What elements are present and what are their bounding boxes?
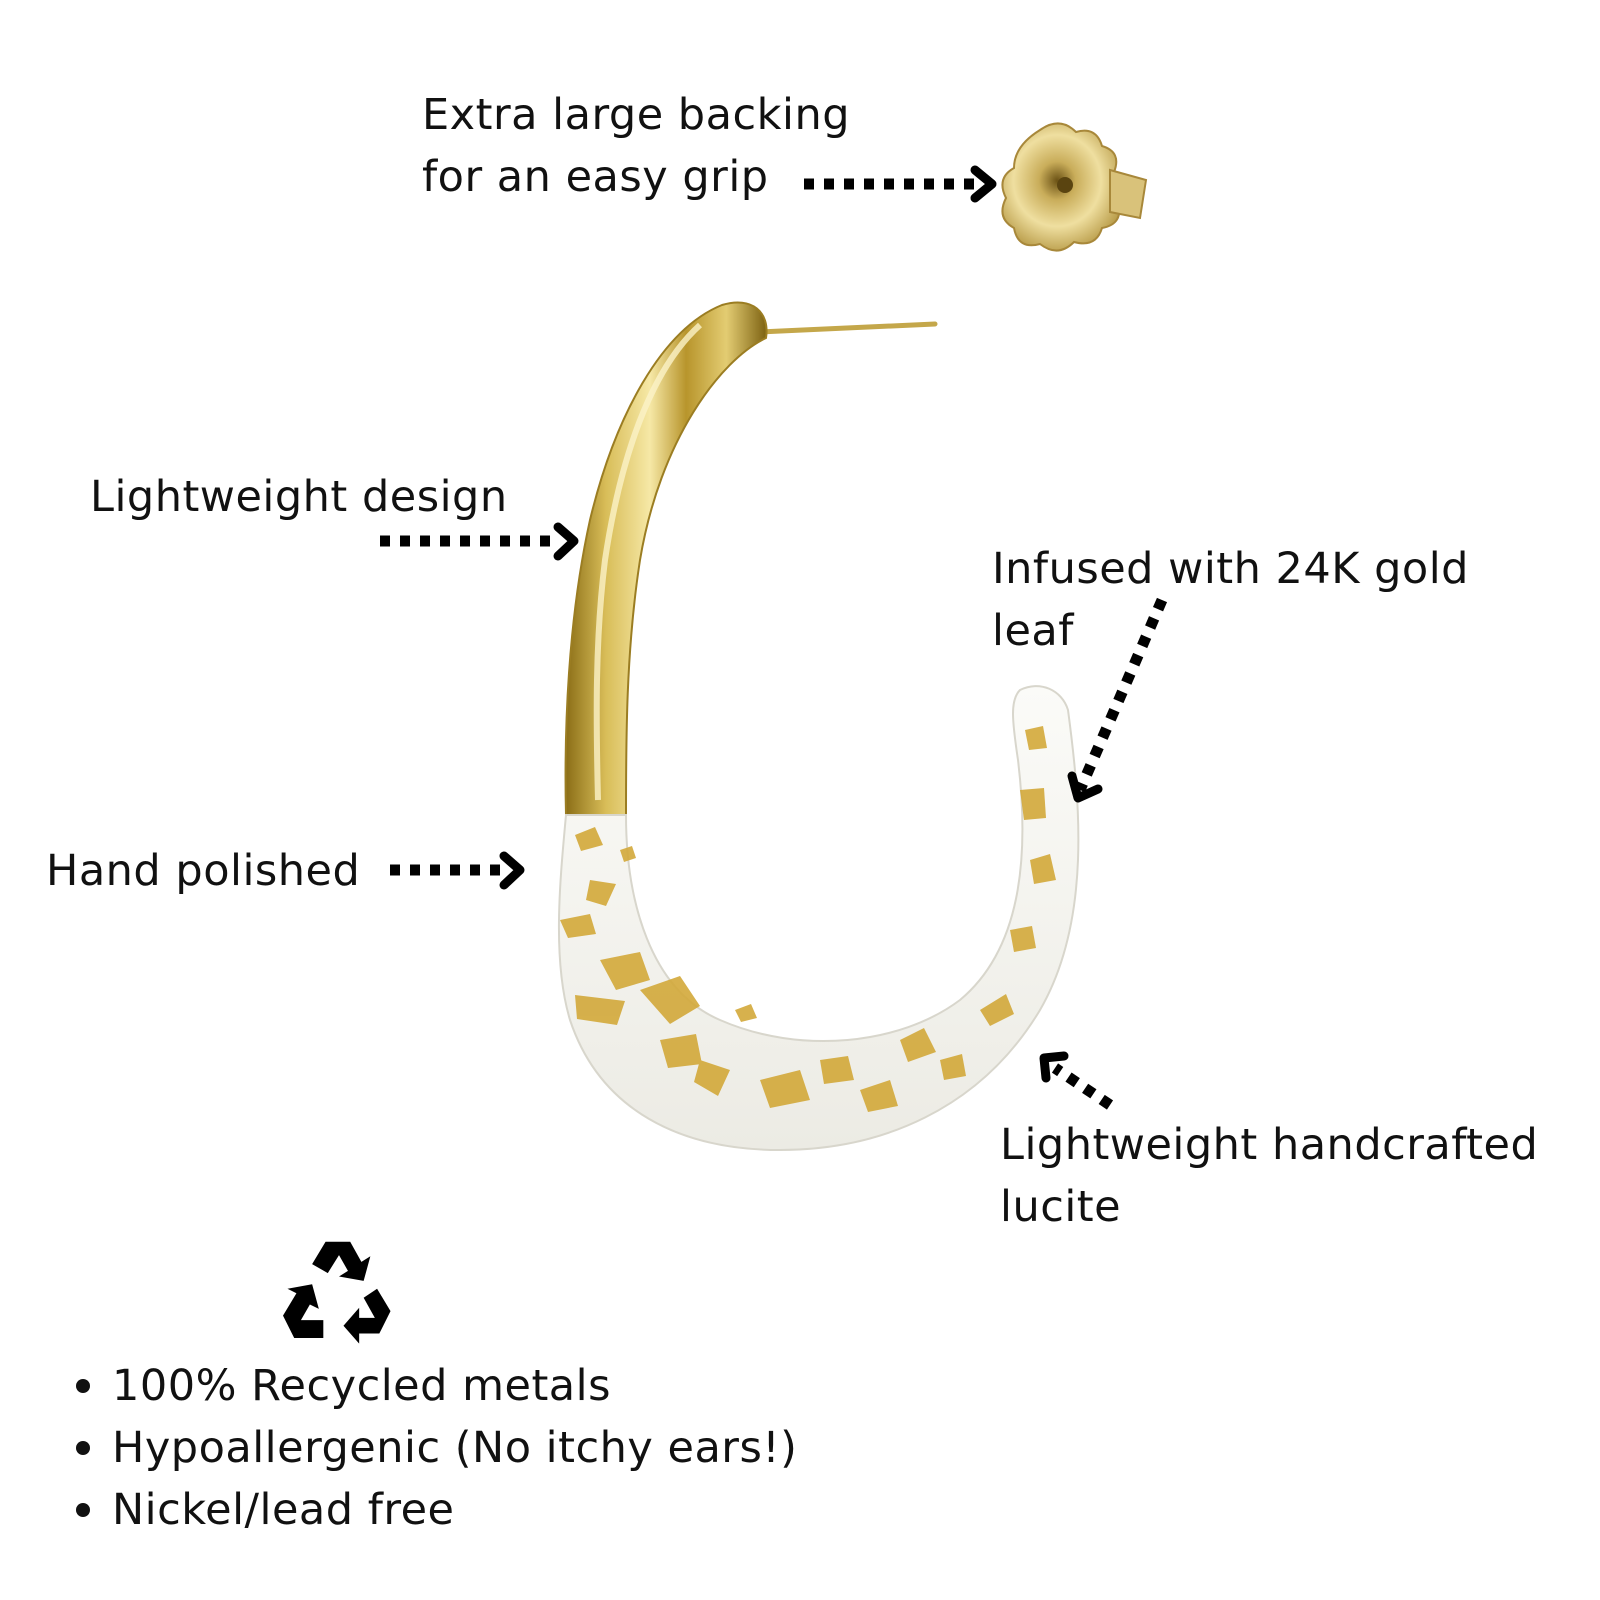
bullet-icon	[76, 1503, 90, 1517]
arrow-lightweight-design	[380, 522, 579, 561]
callout-lucite: Lightweight handcrafted lucite	[1000, 1114, 1538, 1238]
callout-hand-polished-text: Hand polished	[46, 846, 361, 896]
feature-item: Nickel/lead free	[70, 1479, 797, 1541]
feature-item: Hypoallergenic (No itchy ears!)	[70, 1417, 797, 1479]
bullet-icon	[76, 1441, 90, 1455]
gold-tube	[564, 301, 768, 816]
feature-list: 100% Recycled metals Hypoallergenic (No …	[70, 1355, 797, 1541]
callout-gold-leaf-line1: Infused with 24K gold	[992, 544, 1469, 594]
arrow-lucite	[1039, 1051, 1114, 1110]
callout-backing-line2: for an easy grip	[422, 152, 769, 202]
arrow-gold-leaf	[1067, 597, 1168, 803]
arrow-backing	[804, 165, 997, 203]
earring-post	[757, 321, 938, 335]
recycle-icon	[283, 1241, 391, 1344]
callout-backing-line1: Extra large backing	[422, 90, 850, 140]
feature-item-label: 100% Recycled metals	[112, 1361, 611, 1411]
gold-leaf-flakes	[560, 726, 1056, 1112]
callout-hand-polished: Hand polished	[46, 840, 360, 902]
earring-backing-image	[1001, 122, 1148, 252]
feature-item-label: Hypoallergenic (No itchy ears!)	[112, 1423, 798, 1473]
bullet-icon	[76, 1379, 90, 1393]
callout-gold-leaf-line2: leaf	[992, 606, 1074, 656]
arrow-hand-polished	[390, 851, 525, 890]
feature-item-label: Nickel/lead free	[112, 1485, 455, 1535]
lucite-hoop	[557, 685, 1080, 1152]
callout-lucite-line2: lucite	[1000, 1182, 1122, 1232]
callout-lightweight-design: Lightweight design	[90, 466, 508, 528]
feature-item: 100% Recycled metals	[70, 1355, 797, 1417]
callout-lucite-line1: Lightweight handcrafted	[1000, 1120, 1539, 1170]
callout-lightweight-design-text: Lightweight design	[90, 472, 508, 522]
callout-gold-leaf: Infused with 24K gold leaf	[992, 538, 1469, 662]
callout-backing: Extra large backing for an easy grip	[422, 84, 850, 208]
